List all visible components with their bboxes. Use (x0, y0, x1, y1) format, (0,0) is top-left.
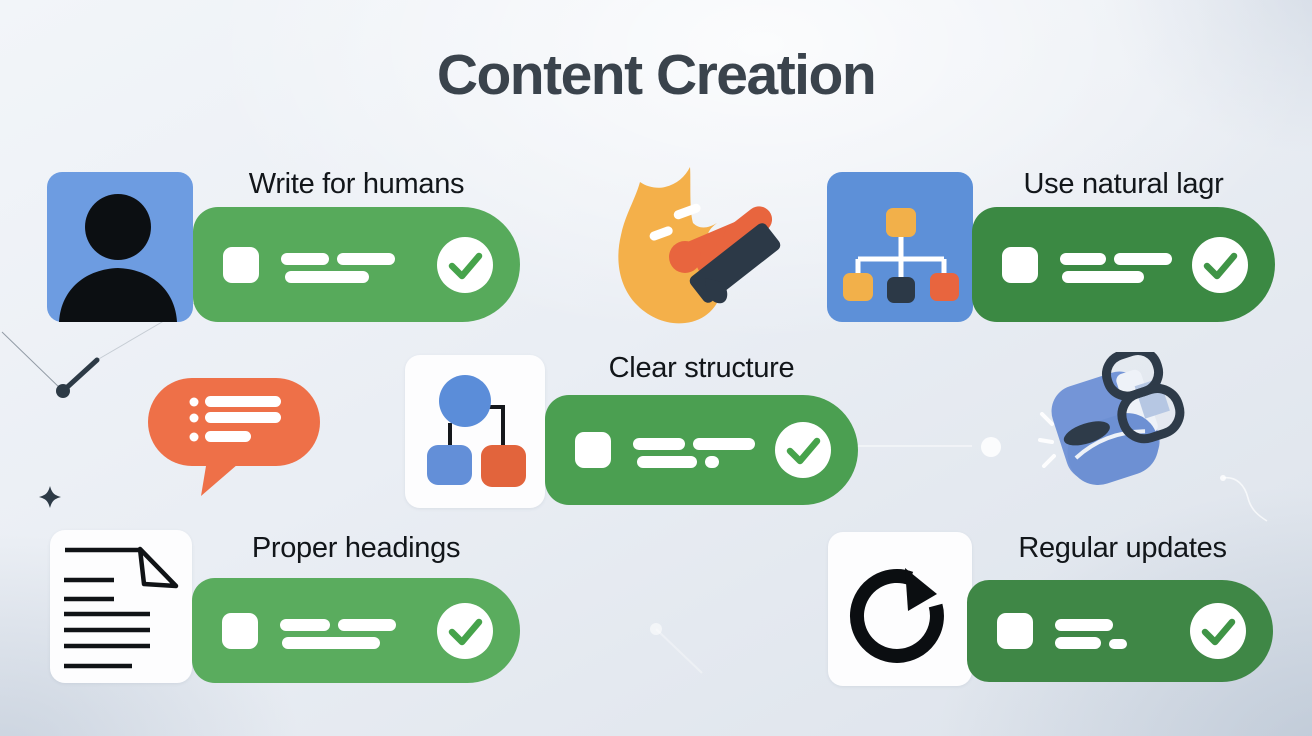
flame-icon (618, 167, 781, 324)
checklist-pill (545, 395, 858, 505)
item-regular-updates: Regular updates (828, 528, 1276, 688)
placeholder-bars (1002, 246, 1172, 283)
sitemap-icon (827, 172, 973, 322)
person-icon (47, 172, 193, 322)
check-icon (437, 236, 493, 293)
placeholder-bars (223, 246, 395, 283)
item-label: Clear structure (608, 352, 795, 384)
speech-bubble-icon (148, 378, 320, 496)
item-proper-headings: Proper headings (50, 528, 520, 686)
checklist-pill (972, 207, 1275, 322)
placeholder-bars (222, 612, 396, 649)
item-label: Use natural lagr (1023, 168, 1224, 200)
placeholder-bars (997, 613, 1127, 649)
light-streak-bottom (650, 623, 703, 674)
light-streak-right (854, 437, 1001, 457)
check-icon (437, 602, 493, 659)
backpack-icon (1038, 352, 1185, 485)
item-write-for-humans: Write for humans (47, 166, 520, 322)
item-use-natural-language: Use natural lagr (827, 166, 1277, 322)
sparkle-icon (39, 486, 61, 508)
item-label: Proper headings (251, 532, 461, 564)
checklist-pill (967, 580, 1273, 682)
light-squiggle (1220, 475, 1268, 522)
placeholder-bars (575, 432, 755, 468)
item-label: Regular updates (1018, 532, 1227, 564)
item-clear-structure: Clear structure (405, 352, 860, 510)
flowchart-icon (405, 355, 545, 508)
checklist-pill (192, 578, 520, 683)
check-icon (1192, 236, 1248, 293)
checklist-pill (193, 207, 520, 322)
item-label: Write for humans (248, 168, 465, 200)
check-icon (775, 422, 831, 478)
page-title: Content Creation (436, 43, 877, 107)
refresh-icon (828, 532, 972, 686)
document-icon (50, 530, 192, 683)
check-icon (1190, 603, 1246, 659)
stamp-icon (669, 206, 781, 304)
